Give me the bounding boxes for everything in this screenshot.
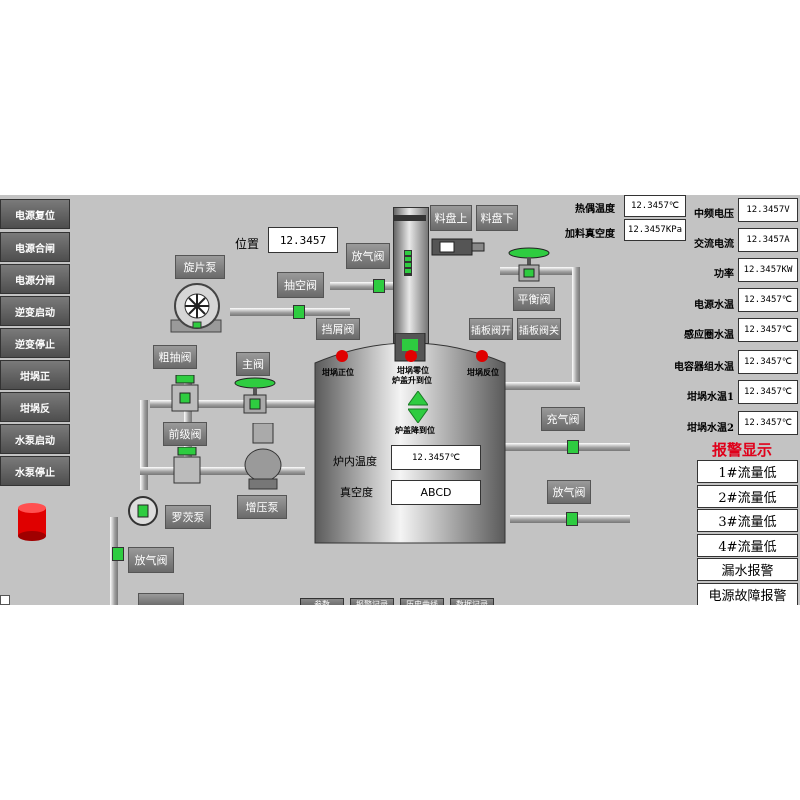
crucible-pos-indicator [336,350,348,362]
vent-valve-right-icon[interactable] [566,512,578,526]
scroll-marker [0,595,10,605]
motor-icon [431,238,485,256]
alarm-title: 报警显示 [712,441,773,459]
rotary-pump-label[interactable]: 旋片泵 [175,255,225,279]
scada-panel: 电源复位 电源合闸 电源分闸 逆变启动 逆变停止 坩埚正 坩埚反 水泵启动 水泵… [0,195,800,605]
thermocouple-temp-value: 12.3457℃ [624,195,686,217]
crucible-rev-indicator [476,350,488,362]
inverter-stop-button[interactable]: 逆变停止 [0,328,70,358]
coil-water-temp-label: 感应圈水温 [684,330,734,341]
power-label: 功率 [714,269,734,280]
ac-current-value: 12.3457A [738,228,798,252]
furnace-temp-label: 炉内温度 [333,455,377,468]
vent-valve-bottom-label[interactable]: 放气阀 [128,547,174,573]
power-reset-button[interactable]: 电源复位 [0,199,70,229]
crucible-water-temp-2-value: 12.3457℃ [738,411,798,435]
power-water-temp-label: 电源水温 [694,300,734,311]
crucible-reverse-button[interactable]: 坩埚反 [0,392,70,422]
pipe-vent-top [330,282,400,290]
power-value: 12.3457KW [738,258,798,282]
pipe-balance-down [572,267,580,390]
ac-current-label: 交流电流 [694,239,734,250]
balance-valve-label[interactable]: 平衡阀 [513,287,555,311]
pipe-fore-line [140,467,305,475]
rough-valve-icon[interactable] [168,375,202,415]
power-open-button[interactable]: 电源分闸 [0,264,70,294]
lid-up-down-arrows-icon[interactable] [408,391,428,423]
alarm-item-flow1: 1#流量低 [697,460,798,483]
fill-valve-icon[interactable] [567,440,579,454]
vacuum-value: ABCD [391,480,481,505]
balance-valve-icon[interactable] [505,247,553,287]
pipe-pump-line [230,308,350,316]
crucible-water-temp-2-label: 坩埚水温2 [687,423,734,434]
partial-bottom-label [138,593,184,605]
coil-water-temp-value: 12.3457℃ [738,318,798,342]
position-label: 位置 [235,237,260,251]
booster-pump-icon[interactable] [243,423,283,493]
feed-vacuum-value: 12.3457KPa [624,219,686,241]
alarm-light-icon [18,503,46,541]
pipe-balance-return [505,382,580,390]
position-value: 12.3457 [268,227,338,253]
crucible-pos-label: 坩埚正位 [322,367,354,377]
alarm-item-flow4: 4#流量低 [697,534,798,557]
tray-down-button[interactable]: 料盘下 [476,205,518,231]
fore-valve-label[interactable]: 前级阀 [163,422,207,446]
tray-up-button[interactable]: 料盘上 [430,205,472,231]
roots-pump-icon[interactable] [125,495,165,529]
crucible-forward-button[interactable]: 坩埚正 [0,360,70,390]
lid-up-label: 炉盖升到位 [392,375,432,385]
inverter-start-button[interactable]: 逆变启动 [0,296,70,326]
roots-pump-label[interactable]: 罗茨泵 [165,505,211,529]
capacitor-water-temp-label: 电容器组水温 [674,362,734,373]
vent-valve-top-icon[interactable] [373,279,385,293]
crucible-water-temp-1-label: 坩埚水温1 [687,392,734,403]
bottom-white-area [0,605,800,800]
shaft-level-indicator [404,250,412,276]
insert-valve-open-button[interactable]: 插板阀开 [469,318,513,340]
power-water-temp-value: 12.3457℃ [738,288,798,312]
alarm-item-leak: 漏水报警 [697,558,798,581]
feed-vacuum-label: 加料真空度 [565,229,615,240]
mf-voltage-label: 中频电压 [694,209,734,220]
vent-valve-top-label[interactable]: 放气阀 [346,243,390,269]
crucible-zero-label: 坩埚零位 [397,365,429,375]
pipe-bottom-vertical [110,517,118,605]
booster-pump-label[interactable]: 增压泵 [237,495,287,519]
vacuum-label: 真空度 [340,486,373,499]
lid-down-label: 炉盖降到位 [395,425,435,435]
main-valve-label[interactable]: 主阀 [236,352,270,376]
vent-valve-right-label[interactable]: 放气阀 [547,480,591,504]
alarm-item-power-fault: 电源故障报警 [697,583,798,605]
fore-valve-icon[interactable] [170,447,204,487]
pump-stop-button[interactable]: 水泵停止 [0,456,70,486]
baffle-valve-label[interactable]: 挡屑阀 [316,318,360,340]
pipe-left-vertical [140,400,148,490]
pipe-balance [500,267,580,275]
vent-valve-bottom-icon[interactable] [112,547,124,561]
insert-valve-close-button[interactable]: 插板阀关 [517,318,561,340]
shaft-band [394,215,426,221]
furnace-temp-value: 12.3457℃ [391,445,481,470]
pump-valve-icon[interactable] [293,305,305,319]
pipe-main-line [150,400,315,408]
alarm-item-flow2: 2#流量低 [697,485,798,508]
fill-valve-label[interactable]: 充气阀 [541,407,585,431]
capacitor-water-temp-value: 12.3457℃ [738,350,798,374]
pump-valve-label[interactable]: 抽空阀 [277,272,324,298]
crucible-water-temp-1-value: 12.3457℃ [738,380,798,404]
rough-valve-label[interactable]: 粗抽阀 [153,345,197,369]
crucible-zero-indicator [405,350,417,362]
thermocouple-temp-label: 热偶温度 [575,204,615,215]
pump-start-button[interactable]: 水泵启动 [0,424,70,454]
alarm-item-flow3: 3#流量低 [697,509,798,532]
main-valve-icon[interactable] [232,377,278,417]
rotary-pump-icon[interactable] [163,280,233,335]
crucible-rev-label: 坩埚反位 [467,367,499,377]
power-close-button[interactable]: 电源合闸 [0,232,70,262]
mf-voltage-value: 12.3457V [738,198,798,222]
